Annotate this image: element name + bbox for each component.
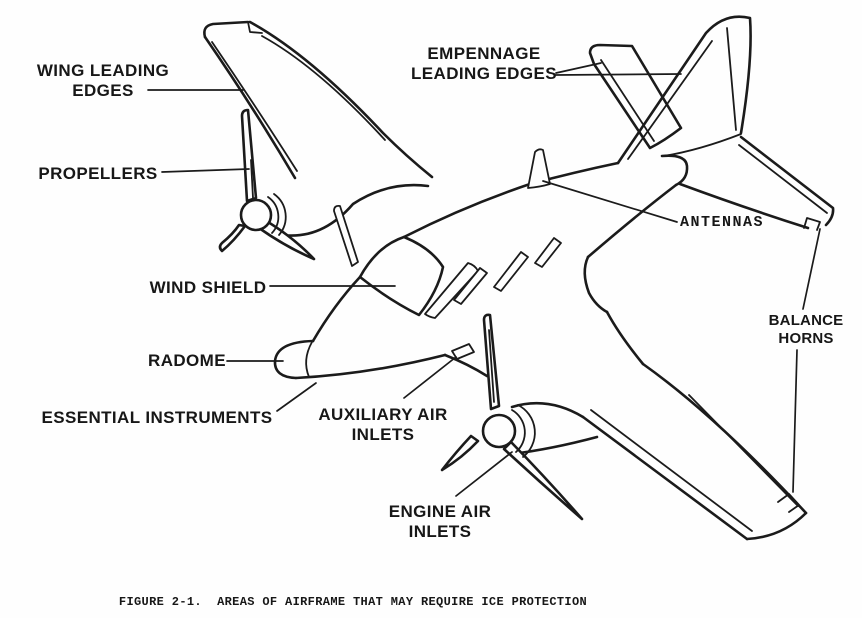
label-balance-horns: BALANCE HORNS: [769, 312, 844, 348]
label-text: INLETS: [351, 425, 415, 444]
label-empennage-leading-edges: EMPENNAGE LEADING EDGES: [411, 44, 557, 84]
near-stabilizer: [739, 135, 835, 227]
leader-balance-horns-upper: [802, 228, 821, 310]
label-text: ENGINE AIR: [388, 502, 492, 521]
label-text: EDGES: [72, 81, 134, 100]
wing-balance-horn: [777, 493, 800, 513]
label-text: RADOME: [148, 351, 226, 370]
label-text: INLETS: [408, 522, 472, 541]
label-wind-shield: WIND SHIELD: [150, 278, 267, 298]
far-prop-blade-up: [240, 108, 258, 203]
vertical-fin: [616, 15, 752, 165]
far-stabilizer: [588, 43, 683, 150]
far-prop-blade-left: [218, 223, 247, 253]
figure-caption: FIGURE 2-1. AREAS OF AIRFRAME THAT MAY R…: [118, 595, 588, 609]
leader-engine-air-inlets: [455, 451, 513, 497]
near-wing: [581, 310, 808, 541]
label-engine-air-inlets: ENGINE AIR INLETS: [389, 502, 492, 542]
label-text: PROPELLERS: [38, 164, 158, 183]
far-engine: [218, 108, 430, 261]
tail: [588, 15, 835, 231]
label-radome: RADOME: [148, 351, 226, 371]
cabin-window: [493, 251, 529, 292]
label-wing-leading-edges: WING LEADING EDGES: [37, 61, 169, 101]
leader-lines: [147, 62, 821, 497]
canopy: [333, 148, 562, 319]
forward-antenna-mast: [333, 204, 359, 267]
windshield: [358, 235, 445, 317]
label-text: ANTENNAS: [679, 214, 765, 231]
stabilizer-balance-horn: [803, 217, 821, 231]
leader-antennas: [542, 180, 678, 223]
fuselage: [273, 154, 689, 380]
near-prop-blade-left: [440, 434, 480, 472]
label-text: LEADING EDGES: [411, 64, 557, 83]
aft-antenna-mast: [527, 148, 551, 189]
far-wing: [203, 20, 434, 180]
leader-empennage-fin: [555, 73, 682, 76]
label-essential-instruments: ESSENTIAL INSTRUMENTS: [42, 408, 273, 428]
label-propellers: PROPELLERS: [38, 164, 157, 184]
leader-auxiliary-air-inlets: [403, 356, 457, 399]
leader-balance-horns-lower: [792, 349, 798, 493]
leader-propellers: [161, 168, 250, 173]
far-spinner: [239, 198, 273, 232]
label-auxiliary-air-inlets: AUXILIARY AIR INLETS: [318, 405, 447, 445]
label-text: WIND SHIELD: [149, 278, 267, 297]
label-text: ESSENTIAL INSTRUMENTS: [41, 408, 273, 427]
near-engine: [440, 313, 599, 521]
auxiliary-air-inlet: [451, 343, 475, 360]
leader-essential-instruments: [276, 382, 317, 412]
near-prop-blade-right: [502, 440, 584, 521]
cabin-window: [453, 267, 488, 305]
label-text: HORNS: [778, 330, 834, 347]
label-text: AUXILIARY AIR: [318, 405, 448, 424]
label-text: WING LEADING: [36, 61, 170, 80]
cabin-window: [534, 237, 562, 268]
label-antennas: ANTENNAS: [680, 213, 764, 233]
leader-empennage-far-stab: [555, 62, 602, 74]
label-text: BALANCE: [768, 312, 844, 329]
near-spinner: [481, 413, 517, 449]
label-text: EMPENNAGE: [427, 44, 541, 63]
far-prop-blade-right: [257, 217, 316, 261]
